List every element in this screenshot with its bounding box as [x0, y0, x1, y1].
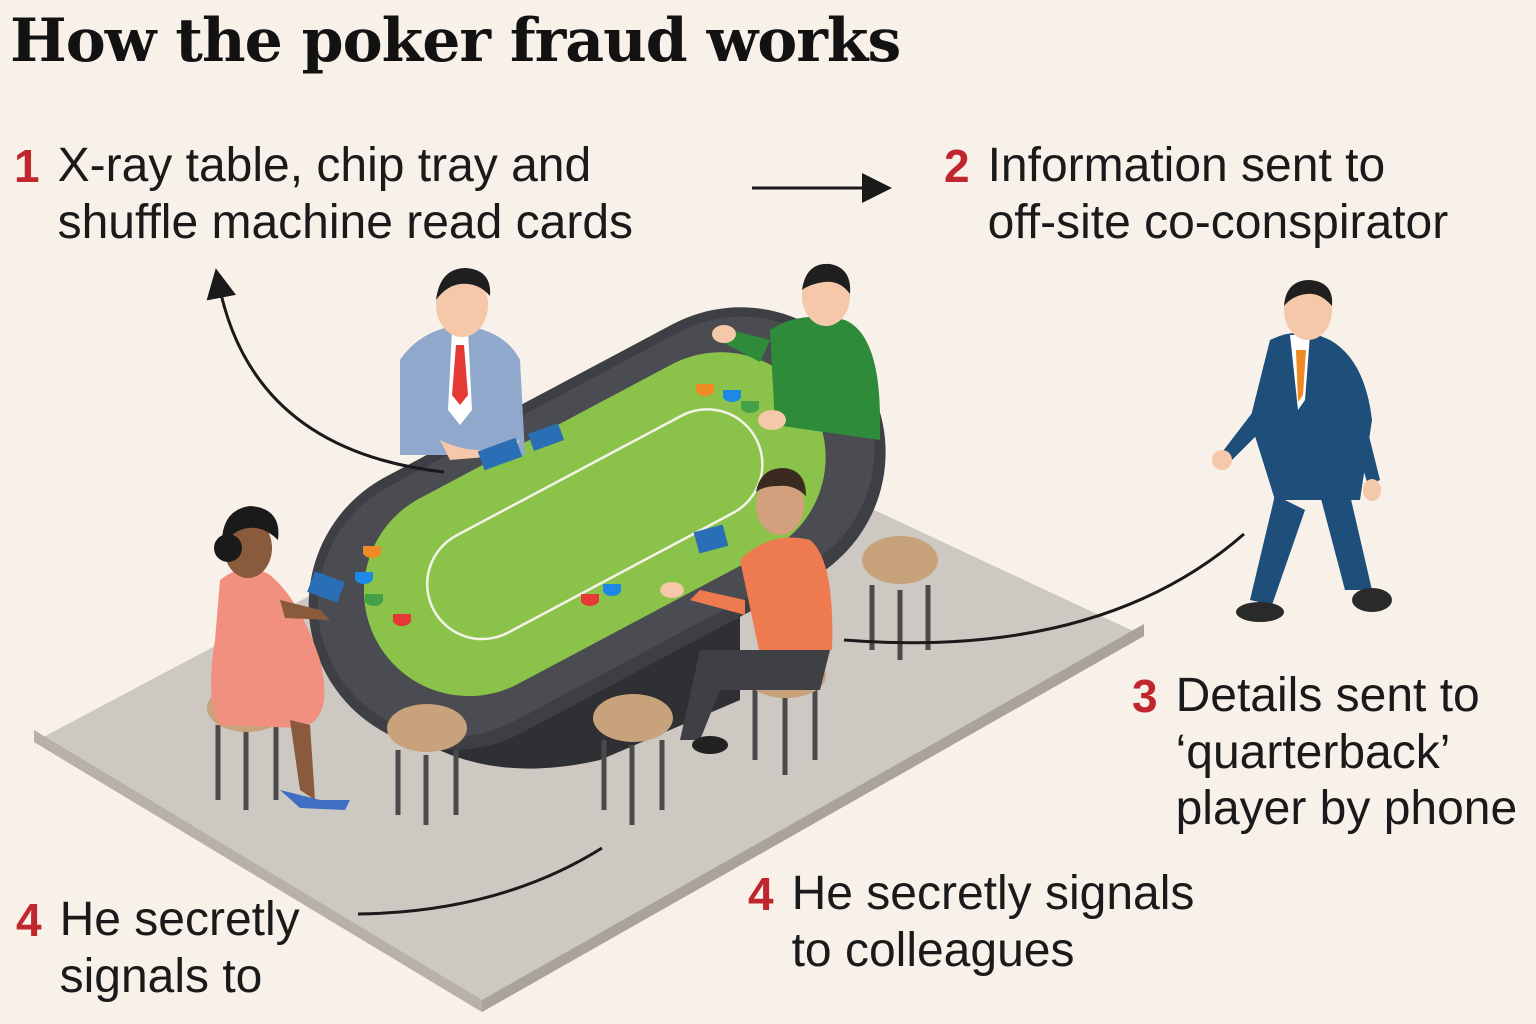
table-felt	[363, 352, 826, 697]
player-green-figure	[712, 263, 880, 440]
player-orange-figure	[660, 468, 833, 754]
step-4b-text: He secretly signals to colleagues	[792, 866, 1195, 979]
step-3-line-3: player by phone	[1175, 782, 1518, 836]
step-4b-number: 4	[748, 868, 774, 920]
step-3-text: Details sent to ‘quarterback’ player by …	[1176, 668, 1518, 838]
step-4b-line-1: He secretly signals	[791, 867, 1195, 920]
step-2-line-2: off-site co-conspirator	[987, 195, 1449, 249]
step-4a-label: 4 He secretly signals to	[16, 892, 300, 1005]
step-2-text: Information sent to off-site co-conspira…	[988, 138, 1449, 251]
off-site-co-conspirator-figure	[1212, 280, 1392, 622]
player-woman-figure	[211, 506, 350, 810]
chip-stacks	[355, 384, 759, 626]
step-3-number: 3	[1132, 670, 1158, 722]
betting-line	[425, 408, 764, 641]
step-1-text: X-ray table, chip tray and shuffle machi…	[58, 138, 633, 251]
arrow-table-to-step1	[206, 268, 445, 474]
step-2-label: 2 Information sent to off-site co-conspi…	[944, 138, 1448, 251]
step-3-label: 3 Details sent to ‘quarterback’ player b…	[1132, 668, 1517, 838]
step-2-line-1: Information sent to	[987, 139, 1386, 192]
step-4b-label: 4 He secretly signals to colleagues	[748, 866, 1194, 979]
step-4a-line-2: signals to	[59, 949, 263, 1003]
dealer-figure	[400, 268, 565, 471]
step-1-line-1: X-ray table, chip tray and	[57, 139, 592, 192]
step-4a-number: 4	[16, 894, 42, 946]
connector-phone-to-quarterback	[843, 532, 1245, 645]
connector-signal-to-colleagues	[357, 846, 603, 916]
diagram-title: How the poker fraud works	[10, 6, 901, 76]
step-4b-line-2: to colleagues	[791, 923, 1075, 977]
step-2-number: 2	[944, 140, 970, 192]
step-3-line-1: Details sent to	[1175, 669, 1480, 722]
step-4a-text: He secretly signals to	[60, 892, 300, 1005]
step-4a-line-1: He secretly	[59, 893, 300, 946]
poker-table	[308, 307, 886, 769]
step-1-label: 1 X-ray table, chip tray and shuffle mac…	[14, 138, 633, 251]
step-1-number: 1	[14, 140, 40, 192]
step-1-line-2: shuffle machine read cards	[57, 195, 634, 249]
step-3-line-2: ‘quarterback’	[1175, 725, 1451, 779]
